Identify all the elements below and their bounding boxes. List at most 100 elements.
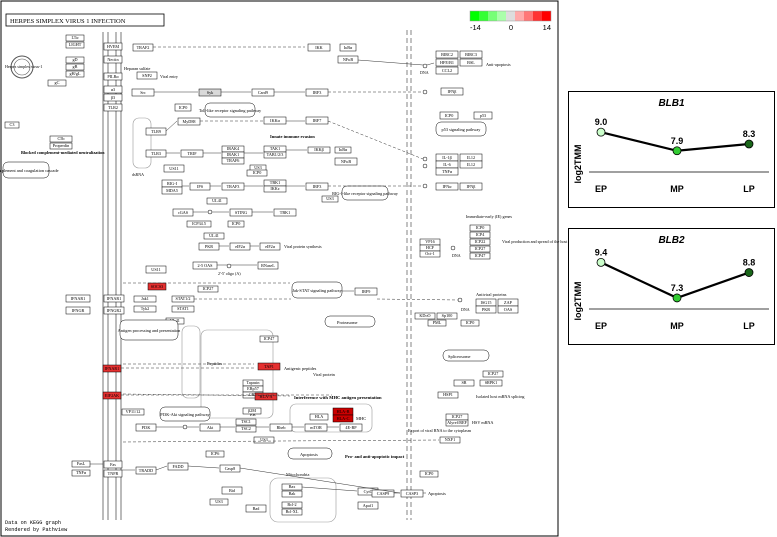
gene-box: [453, 379, 475, 387]
gene-label: US3: [326, 196, 333, 201]
gene-box: [198, 88, 222, 97]
data-point: [744, 268, 754, 277]
gene-box: [65, 34, 85, 42]
gene-box: [334, 146, 352, 154]
gene-label: ICP0: [253, 170, 262, 175]
gene-label: ICP22: [475, 239, 486, 244]
legend-swatch: [533, 11, 542, 21]
gene-label: CASP9: [377, 491, 390, 496]
diagram-label: Innate immune evasion: [270, 134, 315, 139]
pathway-map-box: [2, 161, 50, 179]
gene-label: NFκB: [343, 57, 353, 62]
gene-label: ERp57: [247, 386, 259, 391]
legend-swatch: [479, 11, 488, 21]
gene-box: [305, 88, 329, 97]
gene-label: TBK1: [270, 180, 280, 185]
pathway-map-label: p53 signaling pathway: [442, 127, 482, 132]
gene-label: β2M: [248, 408, 256, 413]
gene-box: [334, 157, 358, 166]
gene-label: ICP27: [203, 286, 214, 291]
gene-label: IFNAR1: [105, 366, 120, 371]
legend-swatch: [515, 11, 524, 21]
gene-box: [145, 127, 167, 136]
gene-box: [205, 450, 225, 458]
gene-box: [469, 245, 491, 253]
gene-box: [131, 88, 155, 97]
x-tick-label: LP: [743, 321, 755, 331]
gene-label: ICP47: [264, 336, 275, 341]
gene-box: [257, 261, 279, 270]
gene-label: EIF2AK: [105, 393, 119, 398]
diagram-label: Peptides: [207, 361, 222, 366]
gene-label: 2-5 OAS: [197, 263, 213, 268]
gene-box: [246, 169, 268, 177]
gene-box: [357, 501, 379, 510]
gene-label: FADD: [172, 464, 183, 469]
gene-box: [339, 43, 357, 52]
compound-node: [450, 245, 456, 251]
gene-label: FasL: [77, 461, 86, 466]
gene-label: IFNβ: [467, 184, 476, 189]
gene-label: Properdin: [53, 143, 70, 148]
chart-title: BLB1: [658, 98, 685, 109]
gene-label: ICP27: [488, 371, 499, 376]
compound-node: [422, 63, 428, 69]
gene-box: [235, 418, 257, 426]
gene-box: [132, 43, 154, 52]
gene-box: [445, 419, 469, 427]
edge: [187, 465, 220, 469]
y-axis-label: log2TMM: [573, 282, 583, 321]
edge: [301, 486, 358, 492]
gene-box: [121, 408, 145, 416]
gene-label: Bcl-XL: [286, 509, 299, 514]
gene-box: [482, 370, 504, 378]
gene-label: TRIF: [187, 151, 197, 156]
gene-label: PKR: [205, 244, 213, 249]
diagram-label: Viral production and spread of the host …: [502, 239, 575, 244]
gene-label: Akt: [207, 425, 214, 430]
diagram-label: Blocked complement-mediated neutralizati…: [21, 150, 105, 155]
diagram-label: Viral protein: [313, 372, 336, 377]
gene-box: [229, 208, 253, 217]
gene-box: [337, 55, 359, 64]
pathway-map-box: [204, 102, 256, 118]
diagram-label: Mitochondria: [286, 472, 309, 477]
gene-label: TAP1: [264, 364, 274, 369]
x-tick-label: LP: [743, 184, 755, 194]
gene-label: KDoO: [419, 313, 430, 318]
gene-box: [102, 364, 122, 373]
gene-label: STING: [235, 210, 247, 215]
gene-box: [437, 391, 459, 399]
gene-label: MDA5: [166, 188, 178, 193]
gene-box: [65, 70, 85, 78]
diagram-label: Apoptosis: [300, 452, 318, 457]
gene-label: US11: [151, 267, 160, 272]
gene-label: IL-6: [443, 162, 450, 167]
data-point: [744, 139, 754, 149]
gene-box: [206, 197, 228, 205]
gene-box: [102, 391, 122, 400]
svg-text:log2TMM: log2TMM: [573, 282, 583, 321]
diagram-label: Spliceosome: [448, 354, 470, 359]
gene-label: 4E-BP: [345, 425, 357, 430]
gene-label: Rheb: [277, 425, 286, 430]
diagram-label: 2'-5' oligo (A): [218, 271, 241, 276]
gene-label: gD: [72, 57, 77, 62]
gene-label: TRAF2: [137, 45, 150, 50]
diagram-title: HERPES SIMPLEX VIRUS 1 INFECTION: [10, 18, 126, 25]
edge: [165, 120, 178, 132]
diagram-label: Antiviral proteins: [476, 292, 507, 297]
gene-label: ISG15: [481, 300, 492, 305]
gene-label: ZAP: [504, 300, 513, 305]
gene-label: SRPK1: [485, 380, 498, 385]
gene-label: TNFR: [108, 471, 119, 476]
compound-node: [422, 183, 428, 189]
gene-label: gB: [73, 64, 78, 69]
gene-label: PML: [433, 320, 442, 325]
edge: [327, 120, 424, 160]
diagram-label: Proteasome: [337, 320, 358, 325]
diagram-label: DNA: [420, 70, 429, 75]
gene-label: Syk: [207, 90, 214, 95]
diagram-label: HSV mRNA: [472, 420, 493, 425]
gene-label: Src: [140, 90, 146, 95]
